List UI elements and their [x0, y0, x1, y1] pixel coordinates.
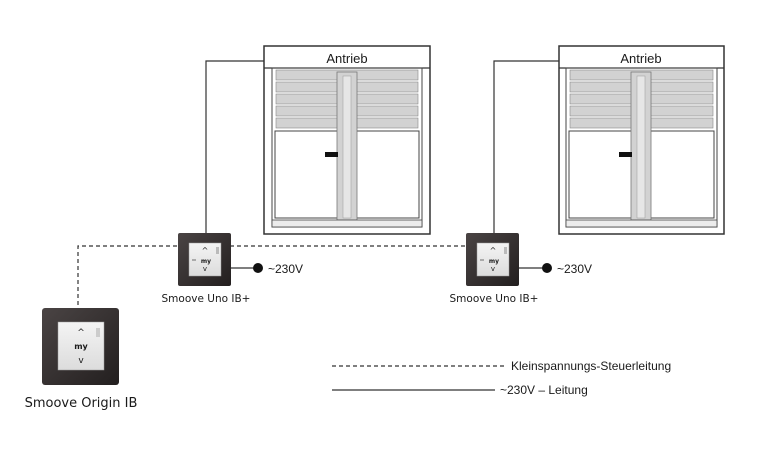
chevron-down-icon: v — [78, 356, 84, 366]
my-button-label-origin: my — [74, 342, 88, 351]
legend: Kleinspannungs-Steuerleitung ~230V – Lei… — [332, 359, 671, 397]
legend-dashed-label: Kleinspannungs-Steuerleitung — [511, 359, 671, 373]
switch-label-1: Smoove Uno IB+ — [162, 293, 251, 305]
chevron-up-icon: ^ — [202, 246, 209, 255]
my-button-label-1: my — [201, 258, 211, 265]
switch-smoove-origin: ^ my v — [42, 308, 119, 385]
origin-label: Smoove Origin IB — [25, 396, 138, 411]
drive-label-2: Antrieb — [620, 51, 661, 66]
my-button-label-2: my — [489, 258, 499, 265]
chevron-up-icon: ^ — [490, 246, 497, 255]
power-label-2: ~230V — [557, 262, 592, 276]
window-2: Antrieb — [558, 45, 725, 235]
power-label-1: ~230V — [268, 262, 303, 276]
handle-1 — [325, 152, 338, 157]
mains-terminal-1 — [253, 263, 263, 273]
mains-terminal-2 — [542, 263, 552, 273]
window-1: Antrieb — [263, 45, 431, 235]
mains-line-2 — [493, 60, 559, 269]
chevron-up-icon: ^ — [77, 328, 85, 338]
drive-label-1: Antrieb — [326, 51, 367, 66]
mains-line-1 — [205, 60, 264, 269]
switch-smoove-uno-2: ^ my v — [466, 233, 519, 286]
switch-smoove-uno-1: ^ my v — [178, 233, 231, 286]
switch-label-2: Smoove Uno IB+ — [450, 293, 539, 305]
handle-2 — [619, 152, 632, 157]
chevron-down-icon: v — [203, 265, 207, 273]
chevron-down-icon: v — [491, 265, 495, 273]
legend-solid-label: ~230V – Leitung — [500, 383, 588, 397]
low-voltage-control-line — [77, 245, 466, 305]
